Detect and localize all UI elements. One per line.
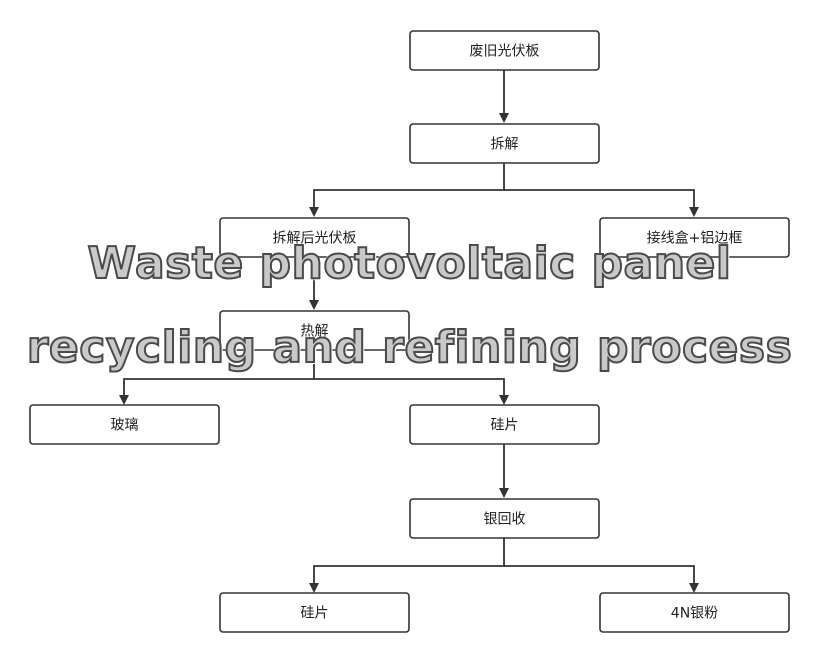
node-label: 银回收: [484, 512, 526, 528]
node-label: 废旧光伏板: [470, 44, 540, 60]
node-glass: 玻璃: [29, 404, 220, 445]
node-label: 硅片: [491, 418, 519, 434]
node-label: 拆解后光伏板: [273, 231, 357, 247]
node-label: 热解: [301, 324, 329, 340]
node-silver-powder: 4N银粉: [599, 592, 790, 633]
node-silver-recovery: 银回收: [409, 498, 600, 539]
node-label: 接线盒+铝边框: [647, 230, 743, 247]
node-dismantled-panel: 拆解后光伏板: [219, 217, 410, 258]
node-label: 4N银粉: [671, 606, 718, 622]
edge-dismantle-split: [309, 163, 505, 217]
node-waste-panel: 废旧光伏板: [409, 30, 600, 71]
node-silicon-wafer-final: 硅片: [219, 592, 410, 633]
node-label: 拆解: [491, 137, 519, 153]
edge-pyrolysis-to-glass: [119, 350, 315, 405]
edge-recovery-to-silver-powder: [504, 565, 699, 593]
edge-pyrolysis-to-wafer: [314, 378, 509, 405]
overlay-title-line-1: Waste photovoltaic panel: [87, 237, 732, 290]
node-junction-frame: 接线盒+铝边框: [599, 217, 790, 258]
edge-dismantle-to-junction: [504, 189, 699, 217]
node-dismantle: 拆解: [409, 123, 600, 164]
overlay-title-line-2: recycling and refining process: [26, 321, 793, 374]
edges: [119, 70, 699, 593]
node-silicon-wafer: 硅片: [409, 404, 600, 445]
node-label: 玻璃: [111, 417, 139, 434]
edge-recovery-to-wafer-final: [309, 538, 505, 593]
node-pyrolysis: 热解: [219, 310, 410, 351]
node-label: 硅片: [301, 606, 329, 622]
